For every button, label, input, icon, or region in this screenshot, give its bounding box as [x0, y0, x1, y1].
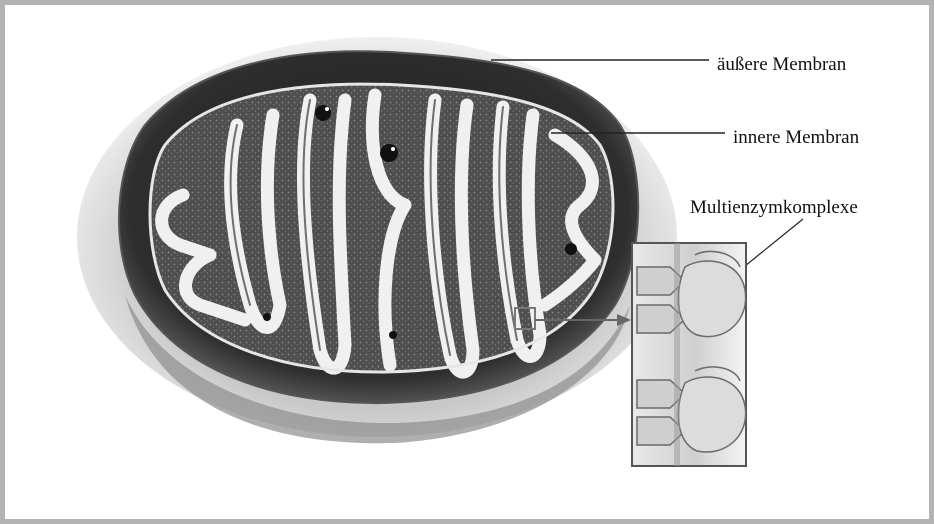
mitochondrion-illustration: [5, 5, 929, 519]
outer-membrane-label: äußere Membran: [717, 55, 846, 74]
inner-membrane-label: innere Membran: [733, 128, 859, 147]
enzyme-complexes-label: Multienzymkomplexe: [690, 198, 858, 217]
